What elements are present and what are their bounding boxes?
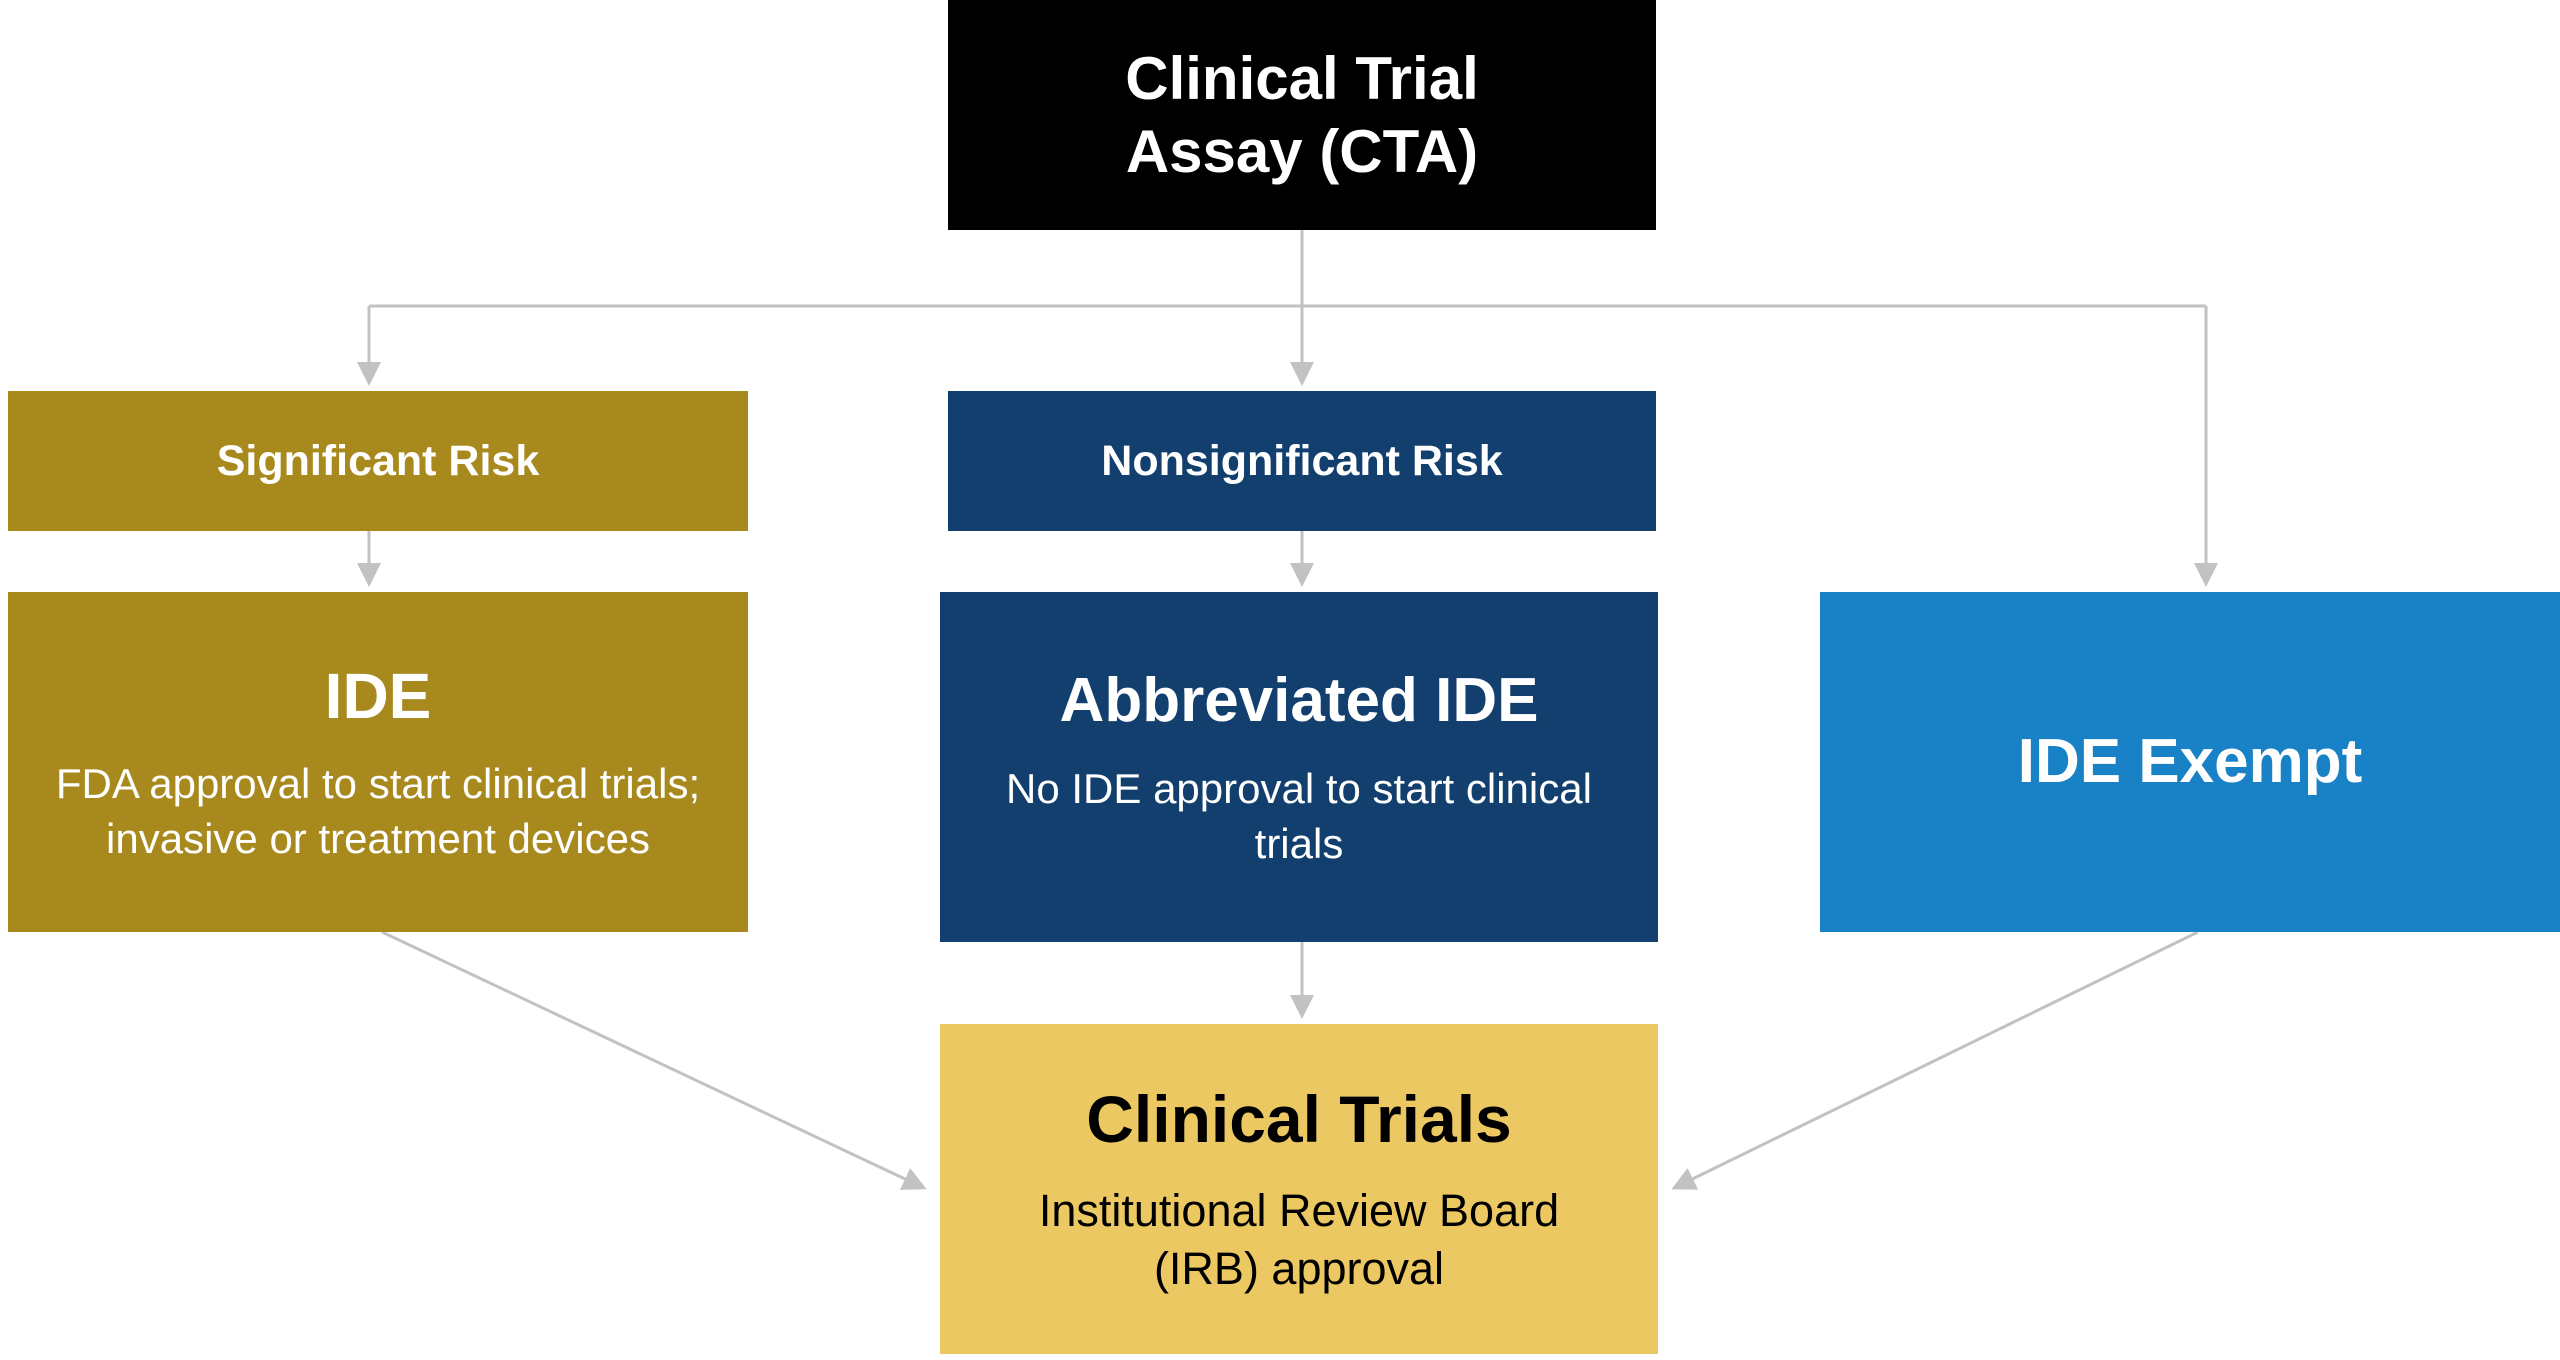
significant-risk-title: Significant Risk bbox=[216, 436, 540, 485]
node-significant-risk: Significant Risk bbox=[8, 391, 748, 531]
edge-ide-exempt-to-clinical-trials bbox=[1671, 930, 2199, 1190]
ide-title: IDE bbox=[324, 660, 432, 733]
clinical-trials-title: Clinical Trials bbox=[1086, 1082, 1512, 1157]
nonsignificant-risk-title: Nonsignificant Risk bbox=[1101, 436, 1503, 485]
node-clinical-trials: Clinical Trials Institutional Review Boa… bbox=[940, 1024, 1658, 1354]
cta-title: Clinical Trial Assay (CTA) bbox=[1125, 44, 1479, 185]
node-clinical-trial-assay: Clinical Trial Assay (CTA) bbox=[948, 0, 1656, 230]
clinical-trials-description: Institutional Review Board (IRB) approva… bbox=[1038, 1184, 1560, 1295]
edge-ide-to-clinical-trials bbox=[381, 930, 927, 1190]
ide-description: FDA approval to start clinical trials; i… bbox=[55, 760, 701, 863]
node-ide-exempt: IDE Exempt bbox=[1820, 592, 2560, 932]
abbreviated-ide-description: No IDE approval to start clinical trials bbox=[1006, 765, 1592, 867]
abbreviated-ide-title: Abbreviated IDE bbox=[1059, 665, 1539, 735]
node-abbreviated-ide: Abbreviated IDE No IDE approval to start… bbox=[940, 592, 1658, 942]
ide-exempt-title: IDE Exempt bbox=[2017, 727, 2363, 797]
node-nonsignificant-risk: Nonsignificant Risk bbox=[948, 391, 1656, 531]
node-ide: IDE FDA approval to start clinical trial… bbox=[8, 592, 748, 932]
